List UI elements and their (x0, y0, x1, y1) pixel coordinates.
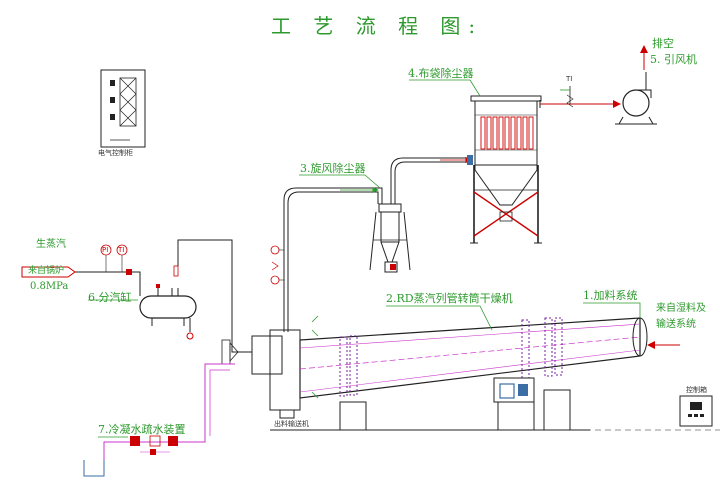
from-wet-material-label: 来自湿料及 (656, 303, 706, 314)
steam-header-label: 6.分汽缸 (88, 291, 132, 304)
outlet-conveyor-label: 出料输送机 (274, 420, 309, 428)
dryer-label: 2.RD蒸汽列管转筒干燥机 (386, 292, 513, 305)
feeding-system-label: 1.加料系统 (583, 289, 638, 302)
steam-header (139, 265, 197, 340)
bag-filter-label: 4.布袋除尘器 (408, 67, 474, 80)
riding-ring (339, 336, 348, 397)
control-box (679, 395, 713, 427)
cyclone-separator (369, 203, 411, 273)
steam-pressure-label: 0.8MPa (30, 281, 69, 292)
filter-bag (516, 116, 522, 150)
temperature-indicator-2-label: TI (118, 246, 125, 254)
rotary-steam-tube-dryer (251, 315, 720, 431)
filter-bag (492, 116, 498, 150)
raw-steam-label: 生蒸汽 (36, 239, 66, 250)
filter-bag (528, 116, 534, 150)
fan-label: 5. 引风机 (650, 53, 697, 66)
riding-ring (544, 317, 553, 377)
conveying-system-label: 输送系统 (656, 319, 696, 330)
electrical-cabinet-label: 电气控制柜 (98, 149, 133, 157)
diagram-title: 工 艺 流 程 图: (271, 14, 484, 38)
pressure-indicator-label: PI (102, 246, 109, 254)
from-boiler-label: 来自锅炉 (28, 266, 65, 276)
filter-bag (510, 116, 516, 150)
temperature-indicator-label: TI (566, 75, 573, 83)
control-box-label: 控制箱 (686, 386, 707, 394)
filter-bag (522, 116, 528, 150)
filter-bag (504, 116, 510, 150)
bag-filter (470, 95, 542, 244)
filter-bag (498, 116, 504, 150)
exhaust-label: 排空 (652, 37, 674, 50)
filter-bag (480, 116, 486, 150)
condensate-label: 7.冷凝水疏水装置 (98, 423, 186, 436)
steam-trap-assembly (130, 435, 178, 455)
filter-bag (486, 116, 492, 150)
riding-ring (349, 335, 358, 396)
electrical-control-cabinet (100, 69, 146, 148)
induced-draft-fan (615, 45, 657, 125)
cyclone-label: 3.旋风除尘器 (300, 162, 366, 175)
